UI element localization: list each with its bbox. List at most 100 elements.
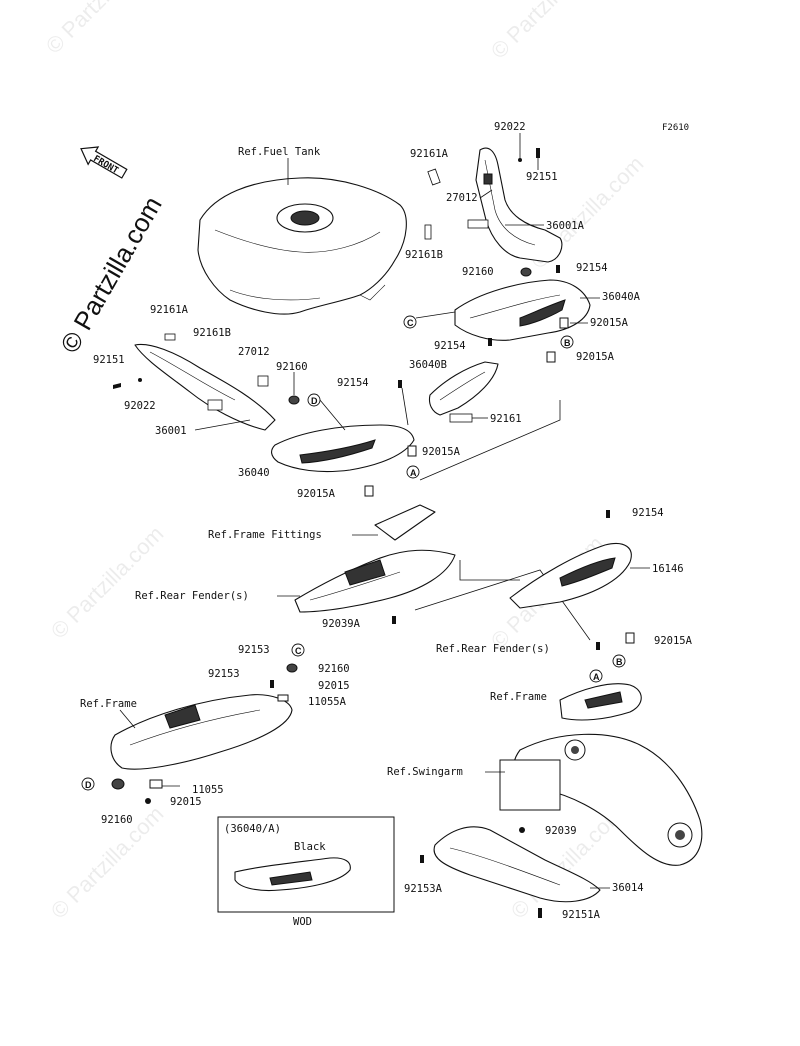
grommet-icon — [288, 395, 300, 405]
label-92015A: 92015A — [590, 317, 629, 329]
pad-icon — [449, 413, 473, 423]
label-92015: 92015 — [170, 796, 202, 808]
label-92015A: 92015A — [422, 446, 461, 458]
leader-line — [319, 399, 346, 431]
bracket-icon — [149, 779, 163, 789]
bolt-icon — [392, 616, 396, 624]
label-36001A: 36001A — [546, 220, 585, 232]
label-92161A: 92161A — [150, 304, 189, 316]
nut-icon — [519, 827, 525, 833]
label-92154: 92154 — [337, 377, 369, 389]
cover-36040B — [428, 361, 499, 416]
label-92151: 92151 — [526, 171, 558, 183]
ref-swingarm: Ref.Swingarm — [387, 766, 463, 778]
frame-left-illustration — [110, 694, 293, 770]
grommet-icon — [520, 267, 532, 277]
label-92022: 92022 — [124, 400, 156, 412]
pad-icon — [424, 224, 432, 240]
label-27012: 27012 — [238, 346, 270, 358]
leader-line — [479, 189, 493, 199]
washer-icon — [518, 158, 522, 162]
watermark-main: © Partzilla.com — [54, 191, 168, 358]
swingarm-bracket — [499, 759, 561, 811]
callout-d-text: D — [311, 396, 318, 406]
bolt-icon — [596, 642, 600, 650]
bolt-icon — [113, 383, 121, 389]
cover-36001 — [134, 343, 276, 431]
leader-line — [119, 709, 136, 729]
label-36001: 36001 — [155, 425, 187, 437]
ref-frame-left: Ref.Frame — [80, 698, 137, 710]
callout-b-text: B — [564, 338, 571, 348]
pad-icon — [164, 333, 176, 341]
watermark-text: © Partzilla.com — [41, 0, 164, 59]
leader-line — [419, 400, 561, 481]
label-92022: 92022 — [494, 121, 526, 133]
bolt-icon — [270, 680, 274, 688]
callout-b — [560, 335, 574, 349]
label-16146: 16146 — [652, 563, 684, 575]
label-92154: 92154 — [632, 507, 664, 519]
label-92161B: 92161B — [193, 327, 231, 339]
watermark-text: © Partzilla.com — [46, 521, 169, 644]
leader-line — [415, 311, 456, 319]
leader-line — [194, 419, 251, 431]
swingarm-illustration — [499, 733, 703, 866]
inset-code: WOD — [293, 916, 312, 928]
bolt-icon — [606, 510, 610, 518]
nut-icon — [407, 445, 417, 457]
leader-line — [459, 560, 520, 581]
label-92160: 92160 — [462, 266, 494, 278]
ref-rear-fender-right: Ref.Rear Fender(s) — [436, 643, 550, 655]
fuel-tank-illustration — [197, 177, 407, 315]
emblem-icon — [207, 399, 223, 411]
ref-fuel-tank: Ref.Fuel Tank — [238, 146, 321, 158]
emblem-icon — [467, 219, 489, 229]
label-92015A: 92015A — [576, 351, 615, 363]
rear-fender-left-illustration — [294, 504, 456, 613]
label-11055A: 11055A — [308, 696, 347, 708]
bolt-icon — [398, 380, 402, 388]
label-92161B: 92161B — [405, 249, 443, 261]
grommet-icon — [286, 663, 298, 673]
watermark-text: © Partzilla.com — [486, 0, 609, 64]
cover-36040 — [271, 424, 415, 473]
callout-c-text: C — [295, 646, 302, 656]
label-92154: 92154 — [434, 340, 466, 352]
callout-c-text: C — [407, 318, 414, 328]
cover-36001A — [475, 147, 563, 263]
callout-a — [589, 669, 603, 683]
bolt-icon — [488, 338, 492, 346]
label-92039: 92039 — [545, 825, 577, 837]
nut-icon — [364, 485, 374, 497]
label-36040: 36040 — [238, 467, 270, 479]
ref-frame-fittings: Ref.Frame Fittings — [208, 529, 322, 541]
label-92161A: 92161A — [410, 148, 449, 160]
label-92153: 92153 — [208, 668, 240, 680]
ref-frame-right: Ref.Frame — [490, 691, 547, 703]
label-27012: 27012 — [446, 192, 478, 204]
callout-c — [403, 315, 417, 329]
bolt-icon — [538, 908, 542, 918]
ref-rear-fender-left: Ref.Rear Fender(s) — [135, 590, 249, 602]
callout-b — [612, 654, 626, 668]
bolt-icon — [536, 148, 540, 158]
label-92160: 92160 — [276, 361, 308, 373]
label-92161: 92161 — [490, 413, 522, 425]
reflector-icon — [257, 375, 269, 387]
callout-b-text: B — [616, 657, 623, 667]
callout-a-text: A — [410, 468, 417, 478]
tail-16146-illustration — [509, 543, 632, 609]
bolt-icon — [420, 855, 424, 863]
frame-right-illustration — [559, 683, 642, 721]
callout-d-text: D — [85, 780, 92, 790]
label-92153A: 92153A — [404, 883, 443, 895]
figure-code: F2610 — [662, 123, 689, 133]
label-92153: 92153 — [238, 644, 270, 656]
leader-line — [401, 387, 409, 426]
nut-icon — [145, 798, 151, 804]
label-92154: 92154 — [576, 262, 608, 274]
label-92015A: 92015A — [297, 488, 336, 500]
label-92160: 92160 — [101, 814, 133, 826]
